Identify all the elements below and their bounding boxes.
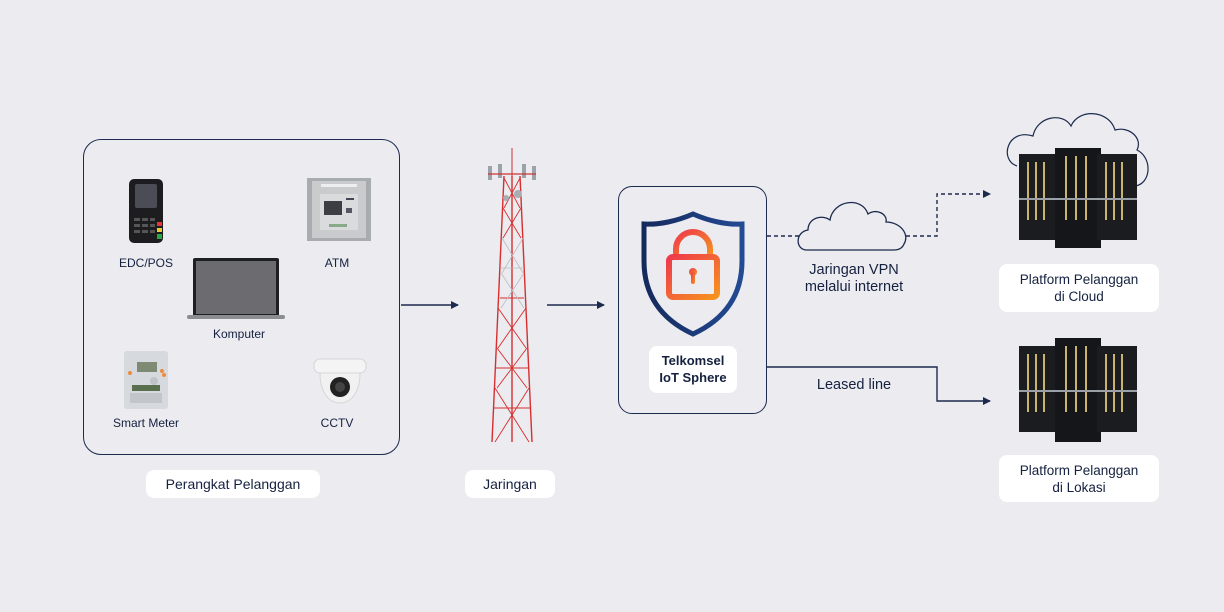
- vpn-label-line2: melalui internet: [804, 279, 904, 295]
- customer-devices-box: [83, 139, 400, 455]
- device-label-komputer: Komputer: [212, 327, 266, 341]
- shield-lock-icon: [641, 211, 745, 337]
- iot-sphere-box: [618, 186, 767, 414]
- network-label: Jaringan: [465, 470, 555, 498]
- device-label-atm: ATM: [324, 256, 350, 270]
- cctv-camera-icon: [312, 357, 368, 407]
- vpn-dashed-line: [767, 194, 990, 237]
- device-label-cctv: CCTV: [320, 416, 354, 430]
- edc-pos-terminal-icon: [127, 178, 165, 244]
- onprem-platform-line1: Platform Pelanggan: [1019, 463, 1139, 478]
- smart-meter-icon: [122, 351, 170, 411]
- onprem-platform-label: Platform Pelanggan di Lokasi: [999, 455, 1159, 502]
- cloud-platform-label: Platform Pelanggan di Cloud: [999, 264, 1159, 312]
- iot-sphere-title: Telkomsel IoT Sphere: [649, 346, 737, 393]
- vpn-label-line1: Jaringan VPN: [809, 262, 899, 278]
- iot-sphere-title-line1: Telkomsel: [661, 353, 725, 368]
- cloud-platform-line2: di Cloud: [1054, 289, 1104, 304]
- customer-devices-label: Perangkat Pelanggan: [146, 470, 320, 498]
- laptop-icon: [187, 258, 285, 320]
- leased-line-label: Leased line: [816, 377, 892, 393]
- iot-sphere-title-line2: IoT Sphere: [659, 370, 727, 385]
- server-rack-icon: [1019, 338, 1137, 442]
- onprem-platform-line2: di Lokasi: [1052, 480, 1106, 495]
- vpn-cloud-icon: [797, 201, 907, 251]
- vpn-label: Jaringan VPN melalui internet: [780, 262, 928, 296]
- device-label-edc-pos: EDC/POS: [118, 256, 173, 270]
- device-label-smart-meter: Smart Meter: [112, 416, 179, 430]
- leased-line: [767, 366, 991, 405]
- cloud-platform-line1: Platform Pelanggan: [1019, 272, 1139, 287]
- cell-tower-icon: [480, 148, 544, 444]
- cloud-server-rack-icon: [1005, 108, 1151, 253]
- atm-machine-icon: [307, 178, 371, 241]
